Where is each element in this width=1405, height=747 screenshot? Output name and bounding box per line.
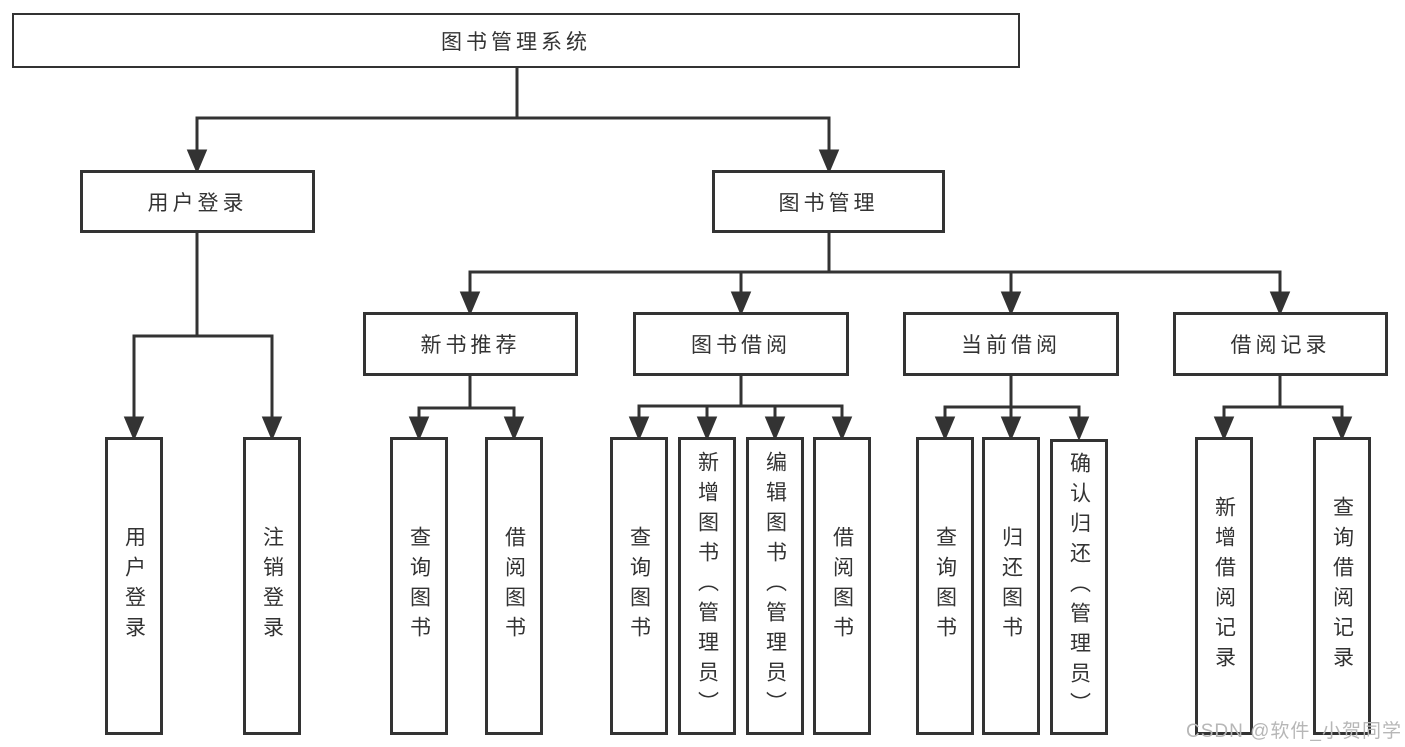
node-label: 归还图书	[999, 526, 1023, 646]
leaf-current-confirm-return-admin: 确认归还（管理员）	[1050, 439, 1108, 735]
node-label: 当前借阅	[961, 334, 1061, 357]
node-label: 查询图书	[933, 526, 957, 646]
leaf-recommend-borrow-book: 借阅图书	[485, 437, 543, 735]
node-book-management: 图书管理	[712, 170, 945, 233]
node-label: 编辑图书（管理员）	[763, 451, 787, 721]
node-label: 查询图书	[407, 526, 431, 646]
node-label: 注销登录	[260, 526, 284, 646]
node-current-borrow: 当前借阅	[903, 312, 1119, 376]
node-label: 图书借阅	[691, 334, 791, 357]
node-label: 新增图书（管理员）	[695, 451, 719, 721]
leaf-current-return-book: 归还图书	[982, 437, 1040, 735]
node-label: 用户登录	[147, 191, 248, 215]
node-label: 借阅记录	[1230, 334, 1331, 357]
leaf-current-query-book: 查询图书	[916, 437, 974, 735]
leaf-records-add-borrow-record: 新增借阅记录	[1195, 437, 1253, 735]
node-label: 借阅图书	[830, 526, 854, 646]
node-label: 借阅图书	[502, 526, 526, 646]
leaf-records-query-borrow-record: 查询借阅记录	[1313, 437, 1371, 735]
node-label: 新书推荐	[420, 334, 521, 357]
node-label: 用户登录	[122, 526, 146, 646]
leaf-borrow-borrow-book: 借阅图书	[813, 437, 871, 735]
leaf-user-login: 用户登录	[105, 437, 163, 735]
node-label: 图书管理系统	[441, 30, 591, 54]
csdn-watermark: CSDN @软件_小贺同学	[1186, 721, 1402, 742]
node-library-management-system: 图书管理系统	[12, 13, 1020, 68]
node-label: 新增借阅记录	[1212, 496, 1236, 676]
node-label: 图书管理	[778, 191, 879, 215]
leaf-borrow-query-book: 查询图书	[610, 437, 668, 735]
node-book-borrow: 图书借阅	[633, 312, 849, 376]
node-new-book-recommend: 新书推荐	[363, 312, 578, 376]
leaf-borrow-edit-book-admin: 编辑图书（管理员）	[746, 437, 804, 735]
node-label: 查询图书	[627, 526, 651, 646]
leaf-borrow-add-book-admin: 新增图书（管理员）	[678, 437, 736, 735]
leaf-recommend-query-book: 查询图书	[390, 437, 448, 735]
node-label: 查询借阅记录	[1330, 496, 1354, 676]
node-borrow-records: 借阅记录	[1173, 312, 1388, 376]
node-label: 确认归还（管理员）	[1067, 452, 1091, 722]
node-user-login: 用户登录	[80, 170, 315, 233]
leaf-logout: 注销登录	[243, 437, 301, 735]
